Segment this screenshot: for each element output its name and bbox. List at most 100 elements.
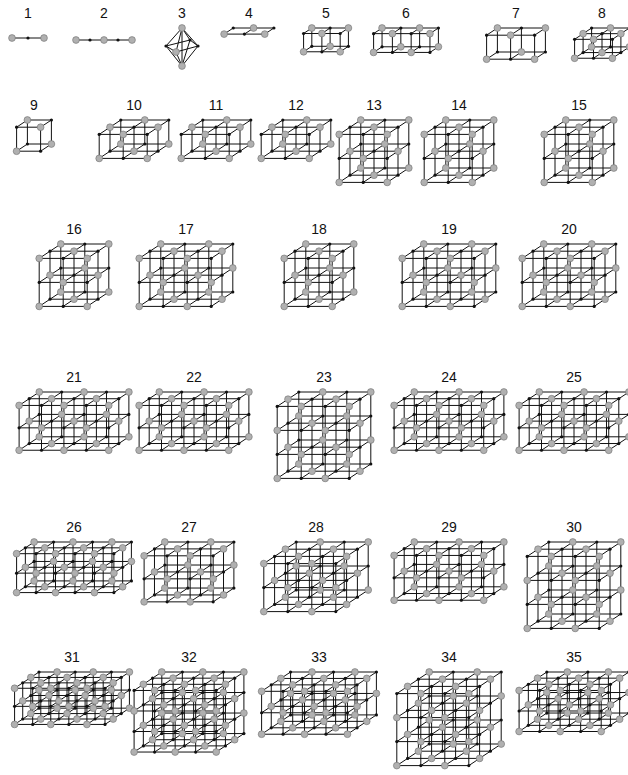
small-atom	[205, 449, 208, 452]
small-atom	[531, 298, 534, 301]
large-atom	[399, 303, 406, 310]
small-atom	[272, 26, 275, 29]
large-atom	[73, 37, 80, 44]
small-atom	[52, 579, 55, 582]
small-atom	[130, 540, 133, 543]
large-atom	[309, 468, 316, 475]
small-atom	[138, 281, 141, 284]
small-atom	[446, 242, 449, 245]
large-atom	[125, 433, 132, 440]
large-atom	[179, 63, 186, 70]
large-atom	[552, 148, 559, 155]
large-atom	[109, 539, 116, 546]
small-atom	[310, 398, 313, 401]
large-atom	[444, 265, 451, 272]
small-atom	[329, 26, 332, 29]
small-atom	[617, 442, 620, 445]
large-atom	[81, 433, 88, 440]
small-atom	[481, 126, 484, 129]
large-atom	[405, 165, 412, 172]
large-atom	[370, 49, 377, 56]
large-atom	[71, 418, 78, 425]
small-atom	[300, 429, 303, 432]
large-atom	[591, 279, 598, 286]
large-atom	[48, 395, 55, 402]
large-atom	[541, 179, 548, 186]
small-atom	[619, 51, 622, 54]
large-atom	[95, 272, 102, 279]
small-atom	[310, 446, 313, 449]
large-atom	[456, 172, 463, 179]
small-atom	[204, 157, 207, 160]
small-atom	[85, 404, 88, 407]
small-atom	[307, 257, 310, 260]
small-atom	[592, 57, 595, 60]
large-atom	[480, 447, 487, 454]
large-atom	[38, 424, 45, 431]
small-atom	[317, 274, 320, 277]
small-atom	[334, 470, 337, 473]
large-atom	[281, 255, 288, 262]
large-atom	[147, 272, 154, 279]
large-atom	[57, 241, 64, 248]
large-atom	[410, 272, 417, 279]
large-atom	[258, 155, 265, 162]
large-atom	[469, 179, 476, 186]
large-atom	[519, 255, 526, 262]
small-atom	[331, 281, 334, 284]
small-atom	[407, 142, 410, 145]
large-atom	[245, 389, 252, 396]
large-atom	[571, 418, 578, 425]
large-atom	[36, 433, 43, 440]
small-atom	[237, 397, 240, 400]
large-atom	[115, 418, 122, 425]
small-atom	[83, 242, 86, 245]
small-atom	[585, 449, 588, 452]
large-atom	[165, 141, 172, 148]
large-atom	[70, 539, 77, 546]
large-atom	[52, 550, 59, 557]
large-atom	[480, 402, 487, 409]
large-atom	[589, 131, 596, 138]
large-atom	[336, 179, 343, 186]
large-atom	[81, 389, 88, 396]
small-atom	[232, 26, 235, 29]
small-atom	[50, 118, 53, 121]
small-atom	[148, 250, 151, 253]
small-atom	[460, 404, 463, 407]
large-atom	[612, 265, 619, 272]
small-atom	[202, 413, 205, 416]
small-atom	[167, 118, 170, 121]
large-atom	[482, 248, 489, 255]
large-atom	[125, 389, 132, 396]
large-atom	[96, 155, 103, 162]
large-atom	[61, 564, 68, 571]
small-atom	[156, 150, 159, 153]
small-atom	[160, 404, 163, 407]
small-atom	[585, 404, 588, 407]
large-atom	[593, 395, 600, 402]
large-atom	[371, 172, 378, 179]
large-atom	[48, 440, 55, 447]
large-atom	[282, 131, 289, 138]
bond-line	[166, 40, 190, 46]
large-atom	[626, 44, 628, 51]
small-atom	[237, 442, 240, 445]
large-atom	[565, 155, 572, 162]
large-atom	[83, 424, 90, 431]
large-atom	[541, 131, 548, 138]
large-atom	[333, 396, 340, 403]
large-atom	[303, 117, 310, 124]
large-atom	[219, 296, 226, 303]
large-atom	[213, 440, 220, 447]
small-atom	[509, 58, 512, 61]
large-atom	[223, 411, 230, 418]
large-atom	[609, 55, 616, 62]
large-atom	[600, 148, 607, 155]
small-atom	[116, 38, 119, 41]
large-atom	[458, 424, 465, 431]
small-atom	[521, 281, 524, 284]
large-atom	[13, 550, 20, 557]
small-atom	[607, 426, 610, 429]
large-atom	[225, 402, 232, 409]
